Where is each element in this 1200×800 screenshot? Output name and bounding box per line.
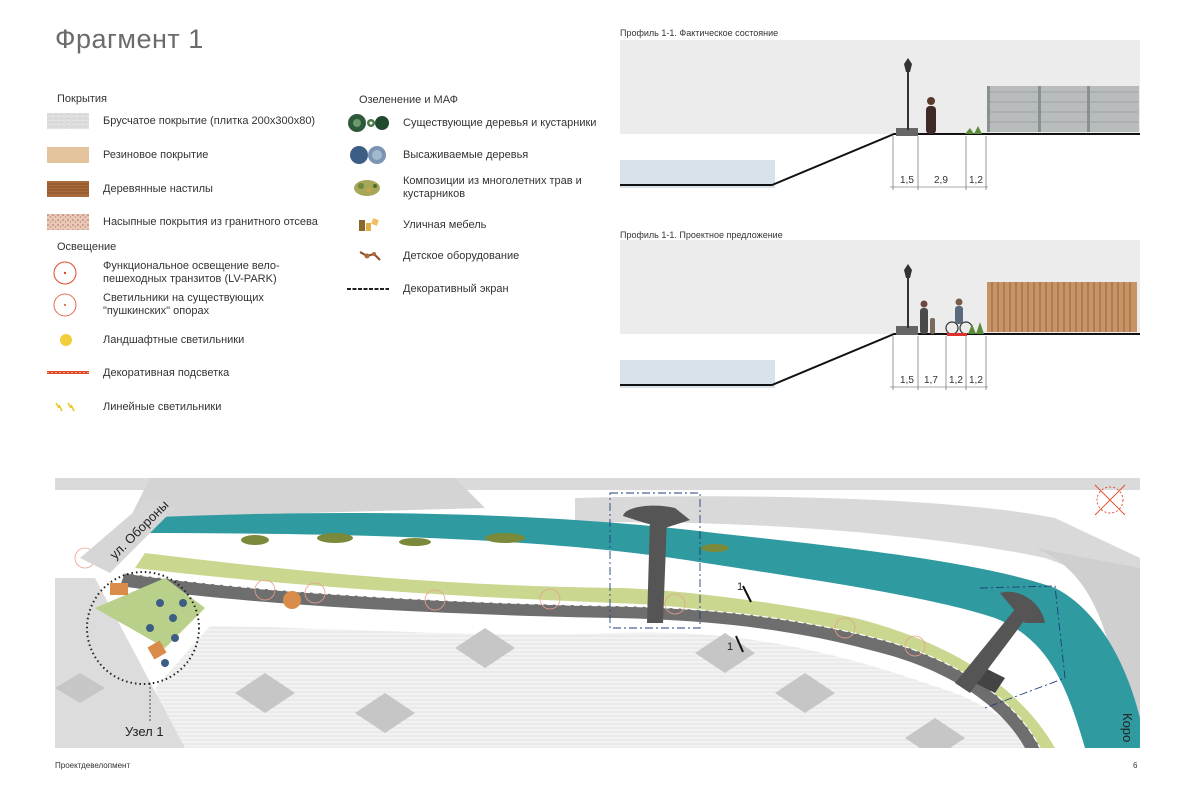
landscape-light-icon — [47, 327, 103, 353]
site-plan: ул. Обороны Узел 1 1 1 Коро — [55, 478, 1140, 748]
linear-light-icon — [47, 394, 103, 420]
dim-label: 1,7 — [924, 375, 938, 386]
rubber-swatch-icon — [47, 142, 103, 168]
node-label: Узел 1 — [125, 724, 164, 739]
decorative-screen-icon — [347, 276, 403, 302]
section-mark: 1 — [727, 641, 733, 653]
legend-item-street-furniture: Уличная мебель — [347, 212, 486, 238]
dim-label: 1,2 — [949, 375, 963, 386]
legend-item-linear-light: Линейные светильники — [47, 394, 221, 420]
perennials-icon — [347, 175, 403, 201]
section-mark: 1 — [737, 581, 743, 593]
page-title: Фрагмент 1 — [55, 24, 204, 54]
dim-label: 2,9 — [934, 175, 948, 186]
functional-light-icon — [47, 260, 103, 286]
legend-item-playground: Детское оборудование — [347, 243, 519, 269]
legend-item-decorative-screen: Декоративный экран — [347, 276, 509, 302]
new-trees-icon — [347, 142, 403, 168]
paving-swatch-icon — [47, 108, 103, 134]
profile-existing-title: Профиль 1-1. Фактическое состояние — [620, 28, 779, 38]
legend-item-pushkin-light: Светильники на существующих "пушкинских"… — [47, 292, 264, 318]
lighting-heading: Освещение — [57, 241, 117, 253]
right-street-label: Коро — [1120, 713, 1135, 742]
legend-item-rubber: Резиновое покрытие — [47, 142, 208, 168]
profile-existing-section: 1,5 2,9 1,2 — [620, 40, 1140, 200]
decorative-lighting-icon — [47, 360, 103, 386]
dim-label: 1,5 — [900, 375, 914, 386]
footer-company: Проектдевелопмент — [55, 761, 131, 770]
legend-item-perennials: Композиции из многолетних трав и кустарн… — [347, 175, 582, 201]
greenery-heading: Озеленение и МАФ — [359, 94, 459, 106]
legend-item-paving: Брусчатое покрытие (плитка 200х300х80) — [47, 108, 315, 134]
legend-item-functional-light: Функциональное освещение вело- пешеходны… — [47, 260, 280, 286]
dim-label: 1,2 — [969, 375, 983, 386]
existing-trees-icon — [347, 110, 403, 136]
profile-proposal-section: 1,5 1,7 1,2 1,2 — [620, 240, 1140, 390]
dim-label: 1,2 — [969, 175, 983, 186]
coverings-heading: Покрытия — [57, 93, 107, 105]
legend-item-decorative-lighting: Декоративная подсветка — [47, 360, 229, 386]
playground-icon — [347, 243, 403, 269]
legend-item-existing-trees: Существующие деревья и кустарники — [347, 110, 596, 136]
granite-swatch-icon — [47, 209, 103, 235]
legend-item-wood: Деревянные настилы — [47, 176, 213, 202]
dim-label: 1,5 — [900, 175, 914, 186]
wood-deck-swatch-icon — [47, 176, 103, 202]
pushkin-light-icon — [47, 292, 103, 318]
profile-proposal-title: Профиль 1-1. Проектное предложение — [620, 230, 783, 240]
legend-item-landscape-light: Ландшафтные светильники — [47, 327, 244, 353]
page-number: 6 — [1133, 761, 1138, 770]
legend-item-granite: Насыпные покрытия из гранитного отсева — [47, 209, 318, 235]
street-furniture-icon — [347, 212, 403, 238]
legend-item-new-trees: Высаживаемые деревья — [347, 142, 528, 168]
